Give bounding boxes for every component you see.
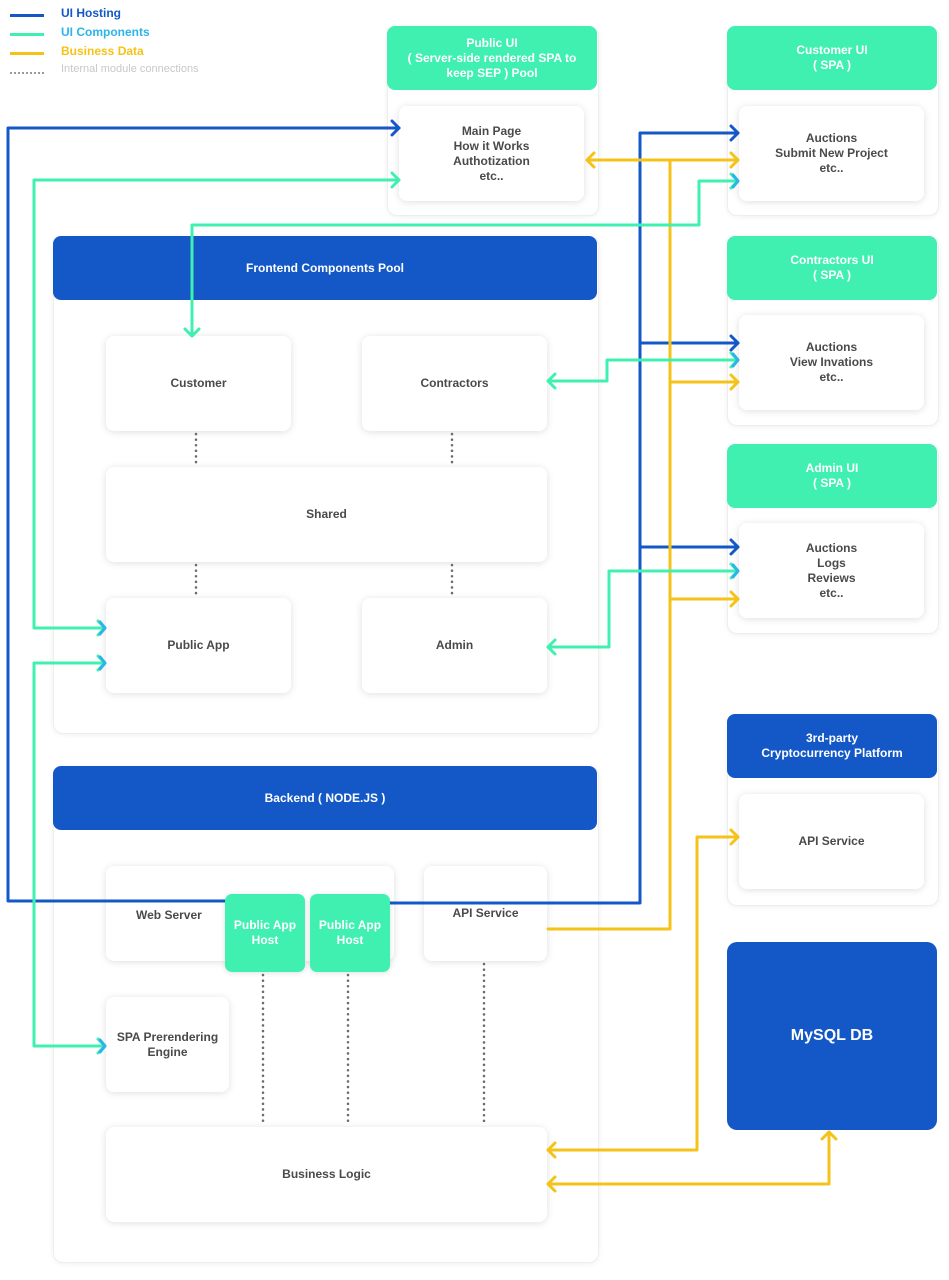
- legend-label: UI Hosting: [61, 6, 121, 20]
- shared-component-card: Shared: [106, 467, 547, 562]
- public-app-component-card: Public App: [106, 598, 291, 693]
- legend-swatch-components: [10, 33, 44, 36]
- customer-component-card: Customer: [106, 336, 291, 431]
- public-app-host-2: Public App Host: [310, 894, 390, 972]
- legend-swatch-hosting: [10, 14, 44, 17]
- business-logic-card: Business Logic: [106, 1127, 547, 1222]
- legend-label: Business Data: [61, 44, 144, 58]
- public-ui-pages-card: Main Page How it Works Authotization etc…: [399, 106, 584, 201]
- legend-swatch-business: [10, 52, 44, 55]
- admin-ui-header: Admin UI ( SPA ): [727, 444, 937, 508]
- customer-ui-pages-card: Auctions Submit New Project etc..: [739, 106, 924, 201]
- legend-label: Internal module connections: [61, 63, 199, 75]
- legend-label: UI Components: [61, 25, 150, 39]
- customer-ui-header: Customer UI ( SPA ): [727, 26, 937, 90]
- admin-component-card: Admin: [362, 598, 547, 693]
- admin-ui-pages-card: Auctions Logs Reviews etc..: [739, 523, 924, 618]
- contractors-component-card: Contractors: [362, 336, 547, 431]
- backend-header: Backend ( NODE.JS ): [53, 766, 597, 830]
- spa-prerendering-engine-card: SPA Prerendering Engine: [106, 997, 229, 1092]
- public-app-host-1: Public App Host: [225, 894, 305, 972]
- crypto-platform-header: 3rd-party Cryptocurrency Platform: [727, 714, 937, 778]
- contractors-ui-header: Contractors UI ( SPA ): [727, 236, 937, 300]
- crypto-api-service-card: API Service: [739, 794, 924, 889]
- api-service-card: API Service: [424, 866, 547, 961]
- frontend-pool-header: Frontend Components Pool: [53, 236, 597, 300]
- legend-swatch-internal: [10, 72, 44, 74]
- mysql-db-box: MySQL DB: [727, 942, 937, 1130]
- public-ui-header: Public UI ( Server-side rendered SPA to …: [387, 26, 597, 90]
- arrow-head: [820, 1130, 838, 1141]
- contractors-ui-pages-card: Auctions View Invations etc..: [739, 315, 924, 410]
- web-server-label: Web Server: [136, 908, 202, 922]
